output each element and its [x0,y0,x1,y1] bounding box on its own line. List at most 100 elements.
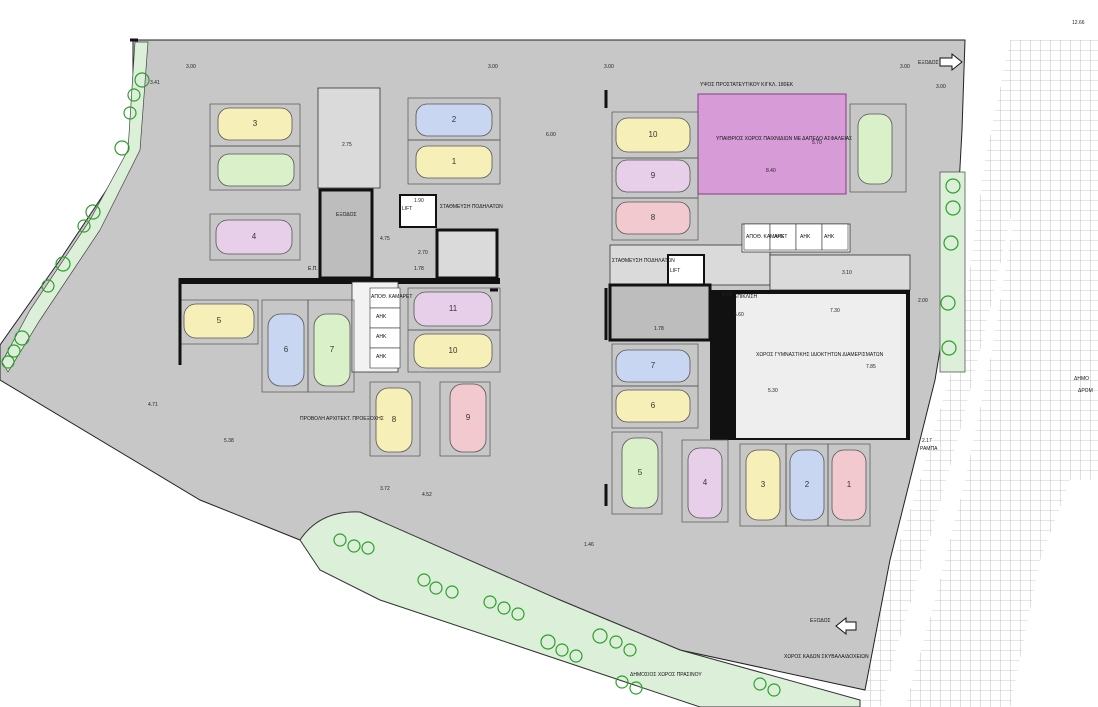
car-left-5-number: 5 [217,316,222,325]
lift-label-2: LIFT [670,268,680,274]
car-left-extra [217,153,295,187]
car-right-10-number: 10 [649,130,658,139]
closet-label-6: ΑΗΚ [824,234,835,240]
dim-26: 8.40 [766,168,776,174]
car-left-10-number: 10 [449,346,458,355]
car-left-8: 8 [375,387,413,453]
closet-label-1: ΑΗΚ [376,314,387,320]
car-left-1: 1 [415,145,493,179]
dim-15: 5.60 [734,312,744,318]
car-right-5: 5 [621,437,659,509]
car-left-2: 2 [415,103,493,137]
car-left-2-number: 2 [452,115,457,124]
car-left-3: 3 [217,107,293,141]
public-green-label: ΔΗΜΟΣΙΟΣ ΧΩΡΟΣ ΠΡΑΣΙΝΟΥ [630,672,702,678]
car-right-8: 8 [615,201,691,235]
car-left-3-number: 3 [253,119,258,128]
car-left-4-number: 4 [252,232,257,241]
car-left-11: 11 [413,291,493,327]
dim-3: 3.00 [604,64,614,70]
playground-label: ΥΠΑΙΘΡΙΟΣ ΧΩΡΟΣ ΠΑΙΧΝΙΔΙΩΝ ΜΕ ΔΑΠΕΔΟ ΑΣΦ… [716,136,852,142]
sidewalk-pavement-2 [905,40,1098,707]
dim-24: 4.52 [422,492,432,498]
road-label: ΔΡΟΜ [1078,388,1093,394]
car-right-7-number: 7 [651,361,656,370]
car-right-7: 7 [615,349,691,383]
labels: ΕΞΟΔΟΣ ΕΞΟΔΟΣ ΕΞΟΔΟΣ ΣΤΑΘΜΕΥΣΗ ΠΟΔΗΛΑΤΩΝ… [300,60,1093,678]
el-label-2: Ε.Π. [716,422,726,428]
trees [1,72,961,697]
sidewalk-pavement [860,0,1098,707]
gym-label: ΧΩΡΟΣ ΓΥΜΝΑΣΤΙΚΗΣ ΙΔΙΟΚΤΗΤΩΝ ΔΙΑΜΕΡΙΣΜΑΤ… [756,352,884,358]
exit-top-label: ΕΞΟΔΟΣ [918,60,939,66]
dim-20: 2.17 [922,438,932,444]
dim-1: 3.00 [186,64,196,70]
car-right-6-number: 6 [651,401,656,410]
dim-22: 5.38 [224,438,234,444]
exit-bottom-label: ΕΞΟΔΟΣ [810,618,831,624]
car-left-10: 10 [413,333,493,369]
closet-label-3: ΑΗΚ [376,354,387,360]
exit-arrow-top-icon [939,52,963,72]
dim-14: 4.75 [722,292,732,298]
walls [130,38,608,506]
architect-note-label: ΠΡΟΒΟΛΗ ΑΡΧΙΤΕΚΤ. ΠΡΟΕΞΟΧΗΣ [300,416,384,422]
car-right-9-number: 9 [651,171,656,180]
car-left-7-number: 7 [330,345,335,354]
parking-stalls-right [611,103,907,527]
dim-4: 3.00 [900,64,910,70]
bins-label: ΧΩΡΟΣ ΚΑΔΩΝ ΣΚΥΒΑΛΑ/ΔΟΧΕΙΩΝ [784,654,869,660]
storage-label-1: ΑΠΟΘ. ΚΑΜΑΡΕΤ [371,294,412,300]
car-right-9: 9 [615,159,691,193]
pedestrian-stop-label-1: ΣΤΑΘΜΕΥΣΗ ΠΟΔΗΛΑΤΩΝ [440,204,503,210]
parking-stalls-left [179,97,501,457]
car-left-7: 7 [313,313,351,387]
dim-18: 7.85 [866,364,876,370]
dim-29: 1.90 [414,198,424,204]
dim-7: 3.41 [150,80,160,86]
storage-label-2: ΑΠΟΘ. ΚΑΜΑΡΕΤ [746,234,787,240]
left-core [180,87,500,373]
green-strip-left [1,41,149,373]
road-label-top: ΔΗΜΟ [1074,376,1089,382]
car-right-4-number: 4 [703,478,708,487]
car-left-6-number: 6 [284,345,289,354]
storage-boxes [369,223,849,369]
dim-5: 6.00 [546,132,556,138]
dim-6: 3.00 [936,84,946,90]
cars-layer: 3 2 1 4 5 6 7 11 10 8 9 10 9 8 7 6 5 4 3 2 1 [183,103,893,521]
dim-9: 2.75 [342,142,352,148]
car-left-6: 6 [267,313,305,387]
exit-left-label: ΕΞΟΔΟΣ [336,212,357,218]
right-core [608,223,911,440]
car-left-1-number: 1 [452,157,457,166]
closet-label-4: ΑΗΚ [774,234,785,240]
car-right-extra [857,113,893,185]
car-left-9-number: 9 [466,413,471,422]
car-right-8-number: 8 [651,213,656,222]
playground-area [697,93,847,195]
closet-label-5: ΑΗΚ [800,234,811,240]
dim-23: 3.72 [380,486,390,492]
car-right-2: 2 [789,449,825,521]
car-left-11-number: 11 [449,304,458,313]
car-right-1-number: 1 [847,480,852,489]
car-right-10: 10 [615,117,691,153]
dim-12: 1.78 [414,266,424,272]
dim-17: 5.30 [768,388,778,394]
fence-height-label: ΥΨΟΣ ΠΡΟΣΤΑΤΕΥΤΙΚΟΥ ΚΙΓΚΛ. 180ΕΚ [700,82,794,88]
car-right-3: 3 [745,449,781,521]
dim-21: 4.71 [148,402,158,408]
dim-10: 4.75 [380,236,390,242]
dimension-labels: 3.00 3.00 3.00 3.00 6.00 3.00 3.41 12.66… [148,20,1085,548]
dim-19: 2.00 [918,298,928,304]
dim-16: 7.30 [830,308,840,314]
pedestrian-stop-label-2: ΣΤΑΘΜΕΥΣΗ ΠΟΔΗΛΑΤΩΝ [612,258,675,264]
ramp-label-2: ΕΠΙΚΛΙΣΗ [734,294,757,300]
car-right-4: 4 [687,447,723,519]
car-right-2-number: 2 [805,480,810,489]
car-left-9: 9 [449,383,487,453]
dim-28: 3.10 [842,270,852,276]
car-right-3-number: 3 [761,480,766,489]
